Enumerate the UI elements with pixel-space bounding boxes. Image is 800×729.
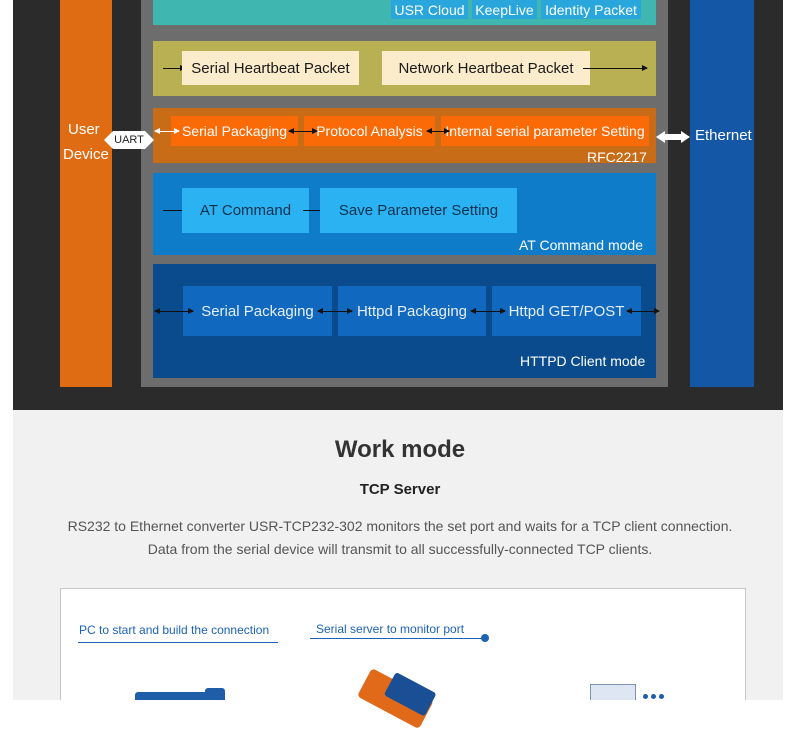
client-computer-icon (590, 684, 636, 700)
httpd-arrow-1 (317, 308, 353, 314)
more-clients-icon (643, 694, 667, 700)
httpd-left-arrow (154, 308, 194, 314)
user-device-label-line1: User (68, 121, 100, 138)
network-heartbeat-box: Network Heartbeat Packet (382, 51, 590, 85)
description-line-1: RS232 to Ethernet converter USR-TCP232-3… (67, 518, 733, 534)
pc-plug-icon (205, 688, 225, 700)
serial-heartbeat-box: Serial Heartbeat Packet (182, 51, 359, 85)
user-device-column (60, 0, 112, 387)
rfc-serial-packaging-box: Serial Packaging (171, 116, 298, 146)
rfc-arrow-2 (426, 128, 450, 134)
pc-connection-underline (78, 642, 278, 643)
identity-packet-box: Identity Packet (541, 0, 641, 19)
protocol-analysis-box: Protocol Analysis (304, 116, 435, 146)
httpd-get-post-box: Httpd GET/POST (492, 286, 641, 336)
usr-cloud-box: USR Cloud (391, 0, 468, 19)
httpd-serial-packaging-box: Serial Packaging (183, 286, 332, 336)
server-monitor-label: Serial server to monitor port (316, 622, 465, 636)
uart-arrow (104, 131, 154, 149)
keeplive-box: KeepLive (472, 0, 537, 19)
rfc2217-mode-label: RFC2217 (587, 149, 647, 165)
user-device-label-line2: Device (63, 146, 109, 163)
description-line-2: Data from the serial device will transmi… (147, 541, 653, 557)
httpd-arrow-2 (470, 308, 506, 314)
pc-connection-label: PC to start and build the connection (79, 623, 270, 637)
at-command-mode-label: AT Command mode (519, 237, 643, 253)
httpd-right-arrow (626, 308, 660, 314)
save-parameter-box: Save Parameter Setting (320, 188, 517, 233)
ethernet-label: Ethernet (695, 127, 752, 144)
rfc-arrow-1 (288, 128, 318, 134)
tcp-server-subtitle: TCP Server (359, 481, 441, 498)
at-command-box: AT Command (182, 188, 309, 233)
uart-label: UART (114, 134, 144, 146)
pc-device-icon (135, 692, 225, 700)
ethernet-column (690, 0, 754, 387)
work-mode-title: Work mode (334, 436, 466, 463)
httpd-client-mode-label: HTTPD Client mode (520, 353, 646, 369)
httpd-packaging-box: Httpd Packaging (338, 286, 486, 336)
ethernet-arrow (656, 131, 690, 143)
internal-serial-setting-box: Internal serial parameter Setting (441, 116, 649, 146)
rfc-left-arrow (154, 128, 180, 134)
server-monitor-dot-icon (481, 634, 489, 642)
work-mode-description: RS232 to Ethernet converter USR-TCP232-3… (40, 515, 760, 561)
server-monitor-underline (310, 638, 484, 639)
heartbeat-out-arrow (583, 65, 648, 71)
